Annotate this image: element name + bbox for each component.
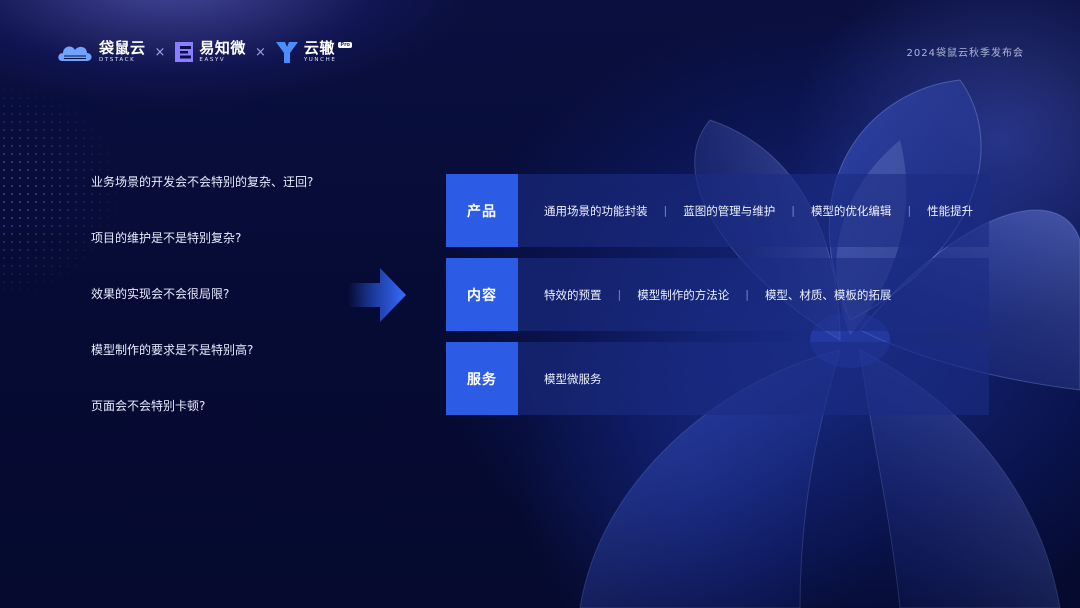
item-separator: | — [907, 204, 912, 217]
row-item: 通用场景的功能封装 — [544, 203, 648, 218]
row-item: 蓝图的管理与维护 — [683, 203, 776, 218]
arrow-right-icon — [348, 268, 406, 322]
yunche-logo-text: 云辙 — [303, 38, 335, 57]
row-label: 产品 — [446, 174, 518, 247]
row-item: 模型、材质、模板的拓展 — [764, 287, 892, 302]
row-items: 通用场景的功能封装 | 蓝图的管理与维护 | 模型的优化编辑 | 性能提升 — [518, 203, 973, 219]
row-item: 模型的优化编辑 — [810, 203, 892, 218]
question-list: 业务场景的开发会不会特别的复杂、迂回? 项目的维护是不是特别复杂? 效果的实现会… — [91, 175, 313, 455]
question-item: 业务场景的开发会不会特别的复杂、迂回? — [91, 175, 314, 189]
question-item: 效果的实现会不会很局限? — [91, 287, 230, 301]
easyv-logo-text: 易知微 — [199, 38, 246, 57]
solution-table: 产品 通用场景的功能封装 | 蓝图的管理与维护 | 模型的优化编辑 | 性能提升… — [446, 174, 989, 426]
row-item: 模型制作的方法论 — [637, 287, 730, 302]
logo-bar: 袋鼠云 DTSTACK × 易知微 EASYV × 云辙 YUNCHE Pro — [56, 38, 352, 66]
row-content: 内容 特效的预置 | 模型制作的方法论 | 模型、材质、模板的拓展 — [446, 258, 989, 331]
item-separator: | — [663, 204, 668, 217]
question-item: 模型制作的要求是不是特别高? — [91, 343, 254, 357]
easyv-e-icon — [175, 42, 194, 62]
item-separator: | — [617, 288, 622, 301]
event-title: 2024袋鼠云秋季发布会 — [906, 48, 1024, 59]
row-item: 特效的预置 — [544, 287, 602, 302]
row-label: 内容 — [446, 258, 518, 331]
logo-separator: × — [254, 44, 266, 60]
cloud-icon — [58, 46, 92, 61]
question-item: 项目的维护是不是特别复杂? — [91, 231, 242, 245]
dtstack-logo-subtext: DTSTACK — [99, 56, 136, 63]
row-item: 模型微服务 — [544, 371, 602, 386]
yunche-logo: 云辙 YUNCHE Pro — [275, 40, 352, 64]
yunche-y-icon — [275, 42, 298, 63]
row-item: 性能提升 — [927, 203, 974, 218]
item-separator: | — [745, 288, 749, 301]
dot-pattern-decoration — [0, 70, 200, 350]
row-items: 模型微服务 — [518, 371, 602, 387]
row-label: 服务 — [446, 342, 518, 415]
dtstack-logo-text: 袋鼠云 — [99, 38, 146, 57]
item-separator: | — [791, 204, 795, 217]
yunche-pro-badge: Pro — [338, 42, 352, 48]
question-item: 页面会不会特别卡顿? — [91, 399, 206, 413]
easyv-logo-subtext: EASYV — [199, 56, 226, 63]
logo-separator: × — [154, 44, 166, 60]
easyv-logo: 易知微 EASYV — [174, 38, 246, 64]
row-service: 服务 模型微服务 — [446, 342, 989, 415]
dtstack-logo: 袋鼠云 DTSTACK — [56, 38, 146, 64]
row-items: 特效的预置 | 模型制作的方法论 | 模型、材质、模板的拓展 — [518, 287, 891, 303]
yunche-logo-subtext: YUNCHE — [303, 56, 337, 63]
row-product: 产品 通用场景的功能封装 | 蓝图的管理与维护 | 模型的优化编辑 | 性能提升 — [446, 174, 989, 247]
